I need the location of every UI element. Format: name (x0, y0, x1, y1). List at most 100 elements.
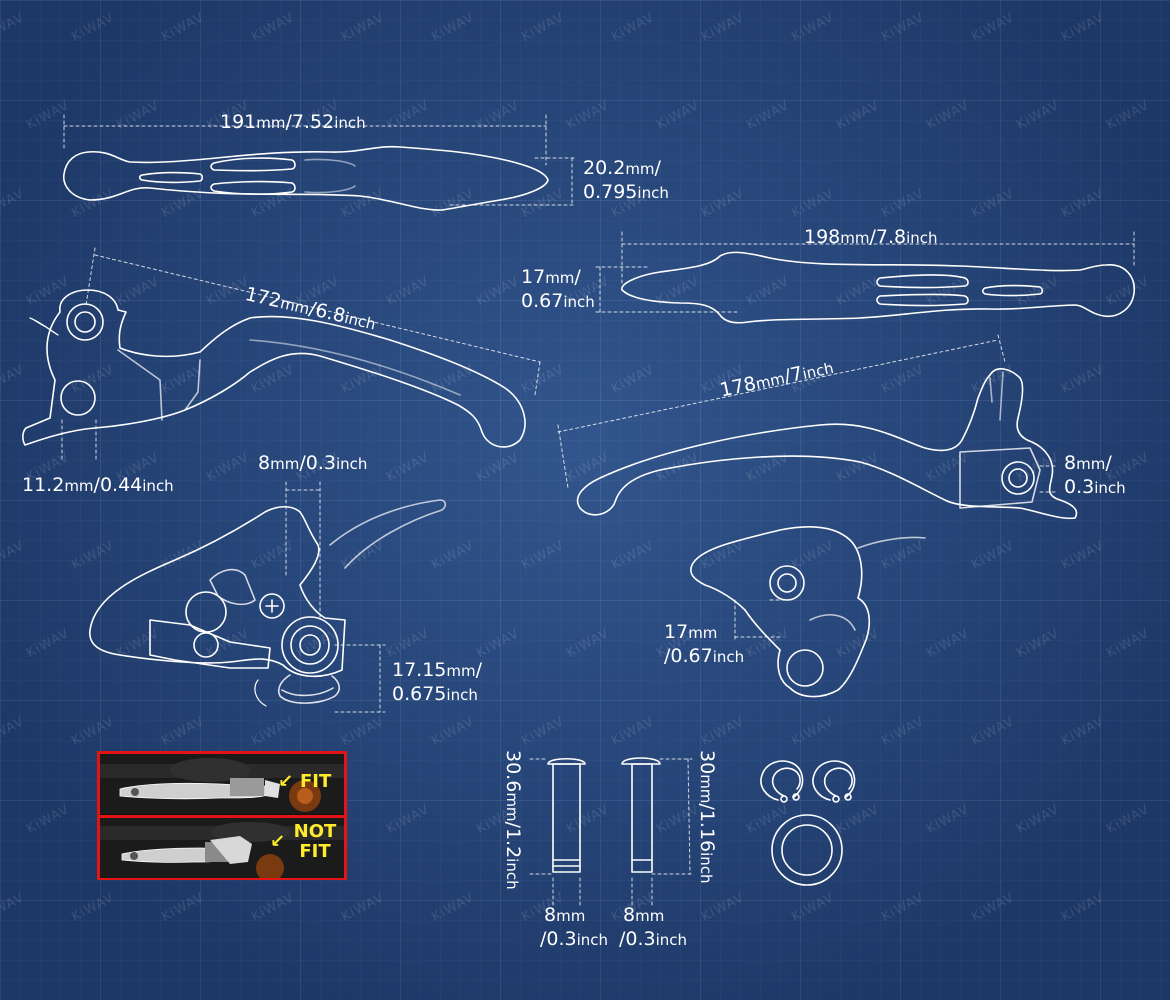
value-inch: 1.2 (502, 827, 524, 859)
separator: / (285, 111, 292, 133)
unit-mm: mm (256, 114, 286, 132)
value-inch: 7.52 (291, 111, 335, 133)
lever-right-drawing (595, 231, 1135, 324)
unit-inch: inch (342, 308, 378, 334)
unit-mm: mm (625, 160, 655, 178)
value-inch: 0.3 (1064, 476, 1095, 498)
unit-mm: mm (1076, 455, 1106, 473)
value-mm: 8 (623, 904, 636, 926)
unit-inch: inch (335, 455, 368, 473)
brake-lever-drawing (22, 247, 541, 463)
unit-mm: mm (688, 624, 718, 642)
dimension-lever-right-length: 198mm/7.8inch (804, 226, 938, 250)
clips-drawing (760, 760, 856, 886)
dimension-pin-short-dia: 8mm /0.3inch (619, 904, 687, 952)
not-fit-label: NOT FIT (290, 822, 340, 862)
unit-mm: mm (278, 294, 312, 319)
unit-mm: mm (754, 369, 787, 394)
not-fit-label-line1: NOT (293, 821, 337, 842)
lever-top-drawing (63, 114, 576, 211)
value-mm: 198 (804, 226, 841, 248)
dimension-pin-short-length: 30mm/1.16inch (694, 750, 718, 884)
unit-mm: mm (635, 907, 665, 925)
value-inch: 0.67 (521, 290, 564, 312)
unit-mm: mm (556, 907, 586, 925)
unit-mm: mm (503, 792, 521, 822)
clutch-lever-drawing (557, 334, 1078, 520)
separator: / (93, 474, 100, 496)
unit-inch: inch (697, 852, 715, 884)
value-mm: 11.2 (22, 474, 65, 496)
value-mm: 8 (544, 904, 557, 926)
value-mm: 8 (1064, 452, 1077, 474)
value-mm: 8 (258, 452, 271, 474)
value-mm: 191 (220, 111, 257, 133)
dimension-pin-long-dia: 8mm /0.3inch (540, 904, 608, 952)
unit-inch: inch (1094, 479, 1126, 497)
fit-photo-illustration (100, 754, 344, 814)
not-fit-arrow-icon: ↙ (270, 831, 286, 852)
dimension-lever-right-width: 17mm/ 0.67inch (521, 266, 595, 314)
dimension-lever-top-length: 191mm/7.52inch (220, 111, 366, 135)
fit-arrow-icon: ↙ (278, 771, 294, 792)
fit-guide-panel: FIT ↙ NOT FIT ↙ (97, 751, 347, 880)
value-inch: 0.67 (670, 645, 713, 667)
separator: / (1105, 452, 1112, 474)
value-inch: 0.44 (99, 474, 143, 496)
value-inch: 0.3 (305, 452, 336, 474)
unit-inch: inch (576, 931, 609, 949)
separator: / (619, 928, 626, 950)
separator: / (540, 928, 547, 950)
value-mm: 20.2 (583, 157, 626, 179)
unit-inch: inch (655, 931, 688, 949)
not-fit-label-line2: FIT (299, 841, 331, 862)
value-inch: 0.3 (625, 928, 656, 950)
unit-inch: inch (712, 648, 745, 666)
value-mm: 17 (521, 266, 546, 288)
dimension-perch-height: 17.15mm/ 0.675inch (392, 659, 482, 707)
unit-mm: mm (545, 269, 575, 287)
value-inch: 0.795 (583, 181, 638, 203)
value-inch: 0.3 (546, 928, 577, 950)
value-mm: 17.15 (392, 659, 447, 681)
unit-inch: inch (503, 858, 521, 890)
value-mm: 17 (664, 621, 689, 643)
pins-drawing (529, 757, 693, 906)
fit-label: FIT (300, 771, 332, 792)
unit-inch: inch (637, 184, 669, 202)
value-inch: 1.16 (696, 809, 718, 853)
not-fit-photo-illustration (100, 818, 344, 878)
dimension-clutch-pivot: 8mm/ 0.3inch (1064, 452, 1126, 500)
fit-photo: FIT ↙ (100, 754, 344, 814)
unit-mm: mm (270, 455, 300, 473)
unit-mm: mm (840, 229, 870, 247)
unit-mm: mm (64, 477, 94, 495)
unit-inch: inch (906, 229, 938, 247)
unit-mm: mm (446, 662, 476, 680)
unit-inch: inch (142, 477, 174, 495)
value-inch: 7.8 (875, 226, 907, 248)
dimension-lever-top-width: 20.2mm/ 0.795inch (583, 157, 669, 205)
separator: / (664, 645, 671, 667)
value-mm: 30 (696, 750, 718, 775)
unit-inch: inch (563, 293, 595, 311)
separator: / (654, 157, 661, 179)
fit-separator (100, 815, 344, 818)
separator: / (299, 452, 306, 474)
unit-inch: inch (446, 686, 478, 704)
unit-mm: mm (697, 774, 715, 804)
not-fit-photo: NOT FIT ↙ (100, 818, 344, 878)
separator: / (475, 659, 483, 681)
separator: / (869, 226, 876, 248)
value-mm: 30.6 (502, 750, 524, 793)
value-inch: 0.675 (392, 683, 447, 705)
dimension-perch-slot: 8mm/0.3inch (258, 452, 367, 476)
brake-perch-drawing (89, 481, 447, 713)
clutch-perch-drawing (690, 526, 926, 698)
dimension-pin-long-length: 30.6mm/1.2inch (500, 750, 524, 890)
separator: / (574, 266, 581, 288)
unit-inch: inch (800, 358, 836, 384)
unit-inch: inch (334, 114, 366, 132)
